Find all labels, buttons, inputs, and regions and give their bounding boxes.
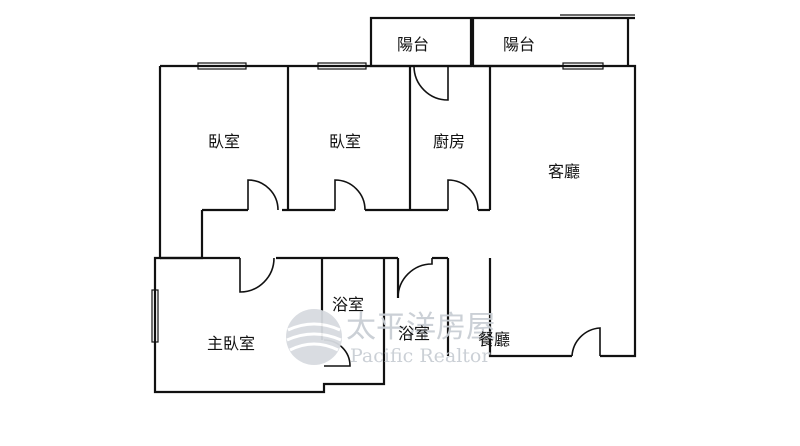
balcony-right-outline: [471, 16, 635, 66]
door-balcony: [413, 65, 449, 101]
outer-wall-right: [490, 64, 637, 358]
door-kitchen: [447, 179, 479, 211]
label-bathroom-2: 浴室: [398, 324, 430, 343]
watermark-english: Pacific Realtor: [350, 345, 491, 367]
label-living-room: 客廳: [548, 162, 580, 181]
label-bedroom-2: 臥室: [329, 132, 361, 151]
label-bedroom-1: 臥室: [208, 132, 240, 151]
label-master-bedroom: 主臥室: [207, 334, 255, 353]
wall-corridor-left: [160, 210, 204, 260]
walls: [153, 16, 637, 394]
windows: [151, 14, 635, 343]
window-bedroom-1: [197, 62, 247, 70]
door-master: [239, 257, 275, 293]
label-balcony-right: 陽台: [503, 35, 535, 54]
watermark: 太平洋房屋 Pacific Realtor: [286, 309, 496, 367]
room-labels: 陽台 陽台 臥室 臥室 廚房 客廳 浴室 浴室 主臥室 餐廳: [207, 35, 580, 353]
label-bathroom-1: 浴室: [332, 295, 364, 314]
door-bedroom-1: [247, 179, 279, 211]
label-balcony-left: 陽台: [397, 35, 429, 54]
doors: [239, 65, 601, 367]
door-bedroom-2: [334, 179, 366, 211]
door-bath-2: [397, 258, 433, 299]
label-kitchen: 廚房: [433, 132, 465, 151]
label-dining-room: 餐廳: [478, 330, 510, 349]
outer-wall-left-bottom: [153, 66, 386, 394]
dining-bottom-wall: [488, 258, 572, 358]
window-bedroom-2: [317, 62, 367, 70]
door-entrance: [571, 327, 601, 357]
window-master: [151, 289, 159, 343]
watermark-chinese: 太平洋房屋: [346, 310, 496, 345]
watermark-logo-icon: [286, 309, 342, 365]
window-living: [562, 62, 604, 70]
